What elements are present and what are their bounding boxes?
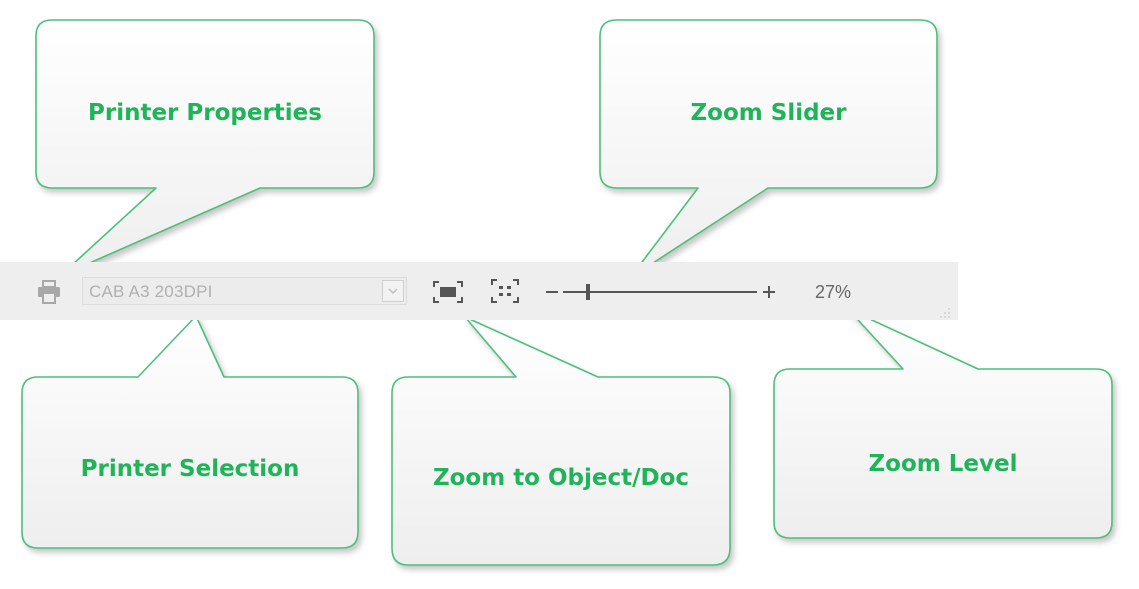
callout-label-zoom-to-object: Zoom to Object/Doc [432, 465, 690, 491]
zoom-out-button[interactable] [545, 278, 559, 306]
callout-zoom-to-object [391, 316, 731, 566]
callout-printer-properties [35, 19, 375, 277]
resize-grip[interactable] [938, 304, 952, 318]
callout-label-zoom-slider: Zoom Slider [690, 100, 847, 126]
printer-properties-button[interactable] [34, 278, 64, 306]
resize-grip-icon [940, 308, 950, 318]
zoom-to-document-icon [491, 279, 519, 303]
callout-zoom-level [773, 308, 1113, 539]
zoom-to-document-button[interactable] [490, 278, 520, 304]
printer-name-value: CAB A3 203DPI [89, 282, 213, 301]
chevron-down-icon [388, 288, 398, 295]
zoom-level-value[interactable]: 27% [815, 282, 852, 302]
printer-selection-dropdown[interactable]: CAB A3 203DPI [82, 277, 407, 305]
callout-label-printer-selection: Printer Selection [80, 456, 300, 482]
zoom-to-object-button[interactable] [432, 280, 464, 304]
callout-zoom-slider [599, 19, 938, 279]
callout-printer-selection [21, 315, 359, 549]
plus-icon [763, 286, 775, 298]
zoom-in-button[interactable] [760, 279, 778, 305]
dropdown-arrow-button[interactable] [382, 280, 404, 302]
zoom-to-object-icon [433, 281, 463, 303]
callout-label-printer-properties: Printer Properties [88, 100, 322, 126]
zoom-slider-thumb[interactable] [586, 284, 591, 300]
zoom-slider[interactable] [563, 284, 757, 300]
minus-icon [546, 291, 558, 293]
status-bar: CAB A3 203DPI [0, 262, 958, 320]
printer-icon [38, 280, 60, 304]
callout-label-zoom-level: Zoom Level [868, 451, 1018, 477]
